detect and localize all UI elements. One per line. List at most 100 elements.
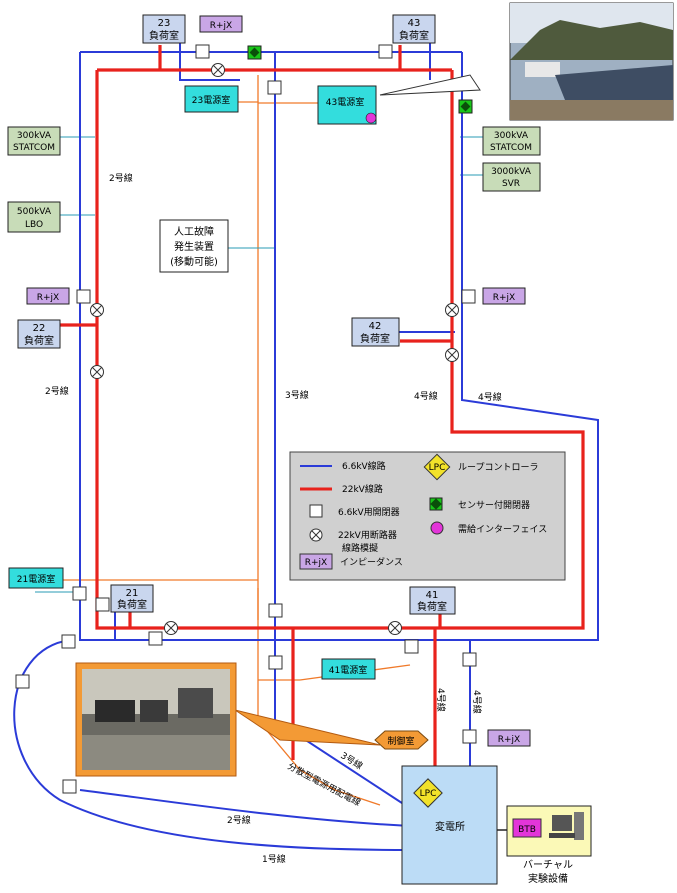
load-room-22: 22 負荷室 [18,320,60,348]
svg-text:22: 22 [33,323,46,334]
breaker [389,622,402,635]
power-room-41: 41電源室 [322,659,375,679]
load-room-41: 41 負荷室 [410,587,455,614]
svg-text:BTB: BTB [518,825,536,835]
breaker [446,304,459,317]
svg-text:線路模擬: 線路模擬 [342,542,378,554]
svg-text:4号線: 4号線 [414,390,438,402]
svg-text:21電源室: 21電源室 [17,573,55,585]
svg-text:4号線: 4号線 [478,391,502,403]
switch [379,45,392,58]
svg-text:人工故障: 人工故障 [174,225,214,238]
svg-text:LBO: LBO [25,220,43,230]
breaker [91,304,104,317]
svg-text:300kVA: 300kVA [494,131,529,141]
switch [77,290,90,303]
power-room-43: 43電源室 [318,86,376,124]
svg-text:需給インターフェイス: 需給インターフェイス [458,523,547,535]
svg-text:(移動可能): (移動可能) [170,255,218,268]
svg-text:R+jX: R+jX [493,293,515,303]
switch [463,730,476,743]
svg-text:41電源室: 41電源室 [329,664,367,676]
lbo-box: 500kVA LBO [8,202,60,232]
svg-text:3号線: 3号線 [285,389,309,401]
switch [73,587,86,600]
svg-text:R+jX: R+jX [305,558,327,568]
svg-text:500kVA: 500kVA [17,207,52,217]
svg-text:負荷室: 負荷室 [149,29,179,42]
switch [269,604,282,617]
switch [62,635,75,648]
control-room-photo [76,663,236,776]
load-room-42: 42 負荷室 [352,318,399,346]
svg-text:2号線: 2号線 [109,172,133,184]
rjx-top: R+jX [200,16,242,32]
svg-text:6.6kV用開閉器: 6.6kV用開閉器 [338,507,400,518]
svg-text:2号線: 2号線 [45,385,69,397]
svg-text:負荷室: 負荷室 [399,29,429,42]
svg-text:バーチャル: バーチャル [523,859,573,871]
power-room-23: 23電源室 [185,86,238,112]
solar-site-photo [510,3,673,120]
svg-text:42: 42 [369,321,382,332]
svg-text:R+jX: R+jX [210,21,232,31]
sensor-switch-top [248,46,261,59]
control-photo-callout [235,710,380,745]
statcom-left: 300kVA STATCOM [8,127,60,155]
statcom-right: 300kVA STATCOM [483,127,540,155]
svg-text:22kV線路: 22kV線路 [342,483,383,495]
svg-text:LPC: LPC [420,789,437,799]
svg-text:3000kVA: 3000kVA [491,167,532,177]
breaker [446,349,459,362]
svg-text:43: 43 [408,18,421,29]
svg-text:41: 41 [426,590,439,601]
control-room-tag: 制御室 [375,731,428,749]
svg-text:22kV用断路器: 22kV用断路器 [338,529,397,541]
svg-text:R+jX: R+jX [37,293,59,303]
svg-text:SVR: SVR [502,179,520,189]
power-room-21: 21電源室 [9,568,63,588]
svg-text:23: 23 [158,18,171,29]
legend: 6.6kV線路 22kV線路 6.6kV用開閉器 22kV用断路器 線路模擬 R… [290,452,565,580]
svg-text:負荷室: 負荷室 [117,598,147,611]
svg-text:負荷室: 負荷室 [24,334,54,347]
switch [196,45,209,58]
svg-text:R+jX: R+jX [498,735,520,745]
svg-text:23電源室: 23電源室 [192,94,230,106]
breaker [165,622,178,635]
svg-text:発生装置: 発生装置 [174,240,214,253]
rjx-bottom: R+jX [488,730,530,746]
switch [268,81,281,94]
svg-text:43電源室: 43電源室 [326,96,364,108]
svg-text:1号線: 1号線 [262,853,286,865]
switch [269,656,282,669]
demand-interface-icon [366,113,376,123]
svg-text:2号線: 2号線 [227,814,251,826]
sensor-switch-right [459,100,472,113]
switch [63,780,76,793]
substation: 変電所 LPC [402,766,497,884]
svg-text:負荷室: 負荷室 [417,600,447,613]
fault-generator: 人工故障 発生装置 (移動可能) [160,220,228,272]
svg-text:LPC: LPC [429,463,446,473]
switch [96,598,109,611]
rjx-left: R+jX [27,288,69,304]
switch [405,640,418,653]
breaker [212,64,225,77]
svg-text:ループコントローラ: ループコントローラ [458,462,538,473]
switch [149,632,162,645]
svg-text:STATCOM: STATCOM [13,143,55,153]
svg-text:変電所: 変電所 [435,820,465,833]
svg-text:4号線: 4号線 [471,690,483,714]
switch [462,290,475,303]
svg-text:インピーダンス: インピーダンス [340,556,403,568]
svg-text:制御室: 制御室 [387,735,414,747]
svg-text:21: 21 [126,588,139,599]
svg-text:STATCOM: STATCOM [490,143,532,153]
svg-text:実験設備: 実験設備 [528,872,568,885]
svr-box: 3000kVA SVR [483,163,540,191]
breaker [91,366,104,379]
svg-text:3号線: 3号線 [338,749,364,772]
load-room-21: 21 負荷室 [111,585,153,612]
